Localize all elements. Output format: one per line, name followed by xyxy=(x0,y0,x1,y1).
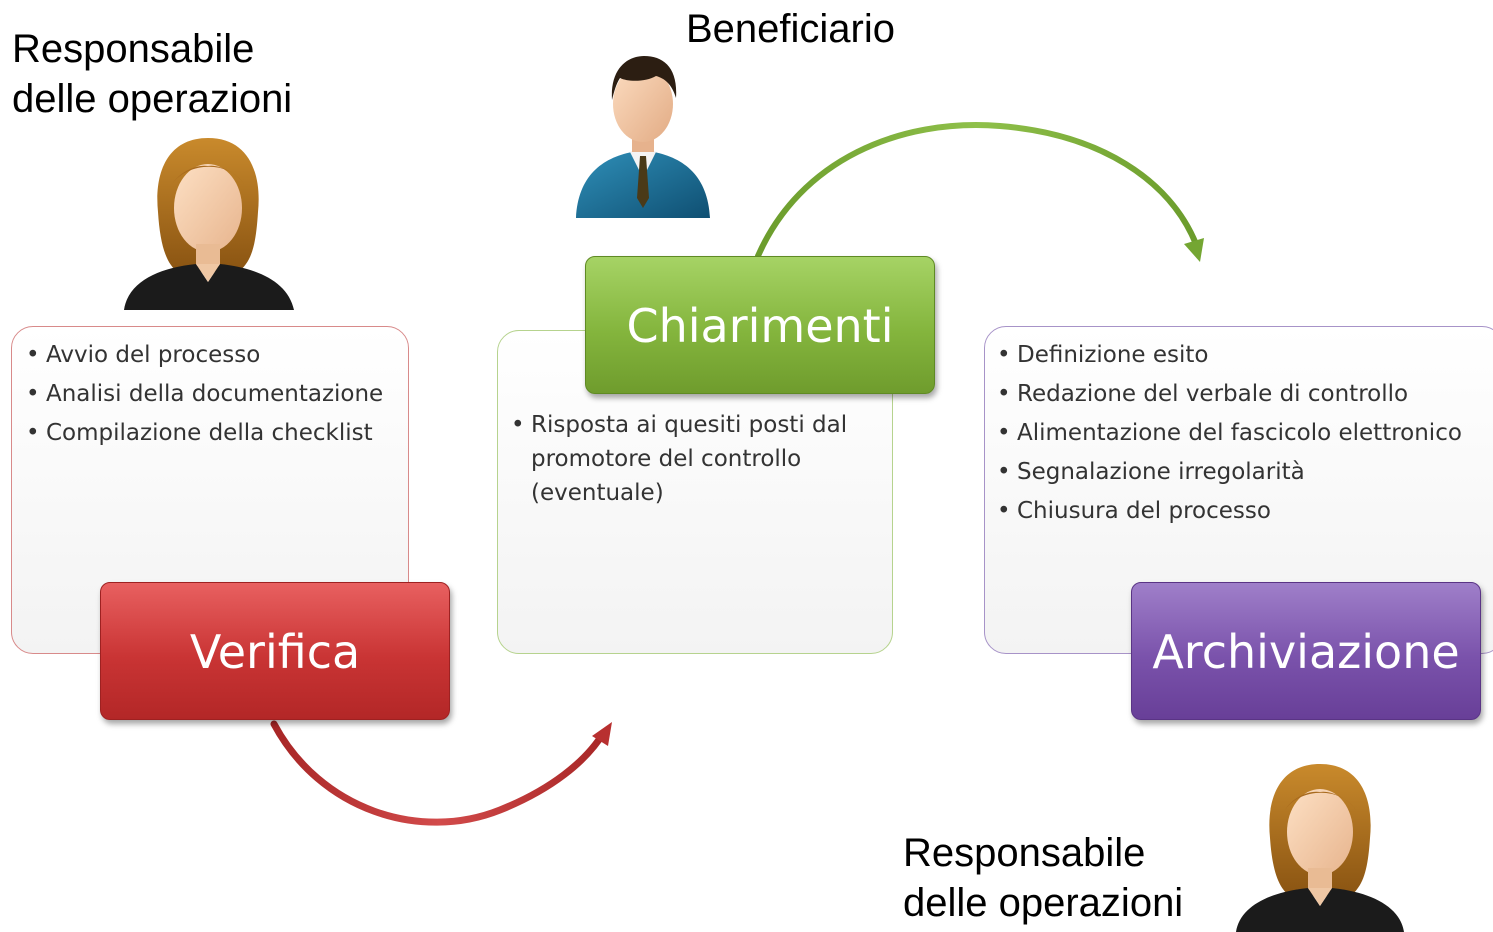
list-item: Risposta ai quesiti posti dal promotore … xyxy=(511,408,883,510)
list-item: Redazione del verbale di controllo xyxy=(997,377,1487,411)
arrow-verifica-to-chiarimenti xyxy=(270,720,612,826)
role-label-line: delle operazioni xyxy=(903,881,1184,925)
list-item: Definizione esito xyxy=(997,338,1487,372)
businessman-user-icon xyxy=(576,56,710,218)
role-label-line: Beneficiario xyxy=(686,7,896,51)
role-label-line: Responsabile xyxy=(12,27,255,71)
role-label-beneficiario: Beneficiario xyxy=(686,4,895,54)
list-item: Segnalazione irregolarità xyxy=(997,455,1487,489)
role-label-line: delle operazioni xyxy=(12,77,293,121)
woman-user-icon xyxy=(124,138,294,310)
step-title-verifica: Verifica xyxy=(100,582,450,720)
step-title-chiarimenti: Chiarimenti xyxy=(585,256,935,394)
list-item: Alimentazione del fascicolo elettronico xyxy=(997,416,1487,450)
list-item: Compilazione della checklist xyxy=(26,416,396,450)
arrow-chiarimenti-to-archiviazione xyxy=(755,122,1204,262)
woman-user-icon xyxy=(1236,764,1404,932)
chiarimenti-activity-list: Risposta ai quesiti posti dal promotore … xyxy=(511,408,883,515)
verifica-activity-list: Avvio del processo Analisi della documen… xyxy=(26,338,396,455)
list-item: Analisi della documentazione xyxy=(26,377,396,411)
step-title-archiviazione: Archiviazione xyxy=(1131,582,1481,720)
list-item: Avvio del processo xyxy=(26,338,396,372)
archiviazione-activity-list: Definizione esito Redazione del verbale … xyxy=(997,338,1487,533)
list-item: Chiusura del processo xyxy=(997,494,1487,528)
role-label-line: Responsabile xyxy=(903,831,1146,875)
role-label-responsabile-right: Responsabile delle operazioni xyxy=(903,828,1183,928)
role-label-responsabile-left: Responsabile delle operazioni xyxy=(12,24,292,124)
